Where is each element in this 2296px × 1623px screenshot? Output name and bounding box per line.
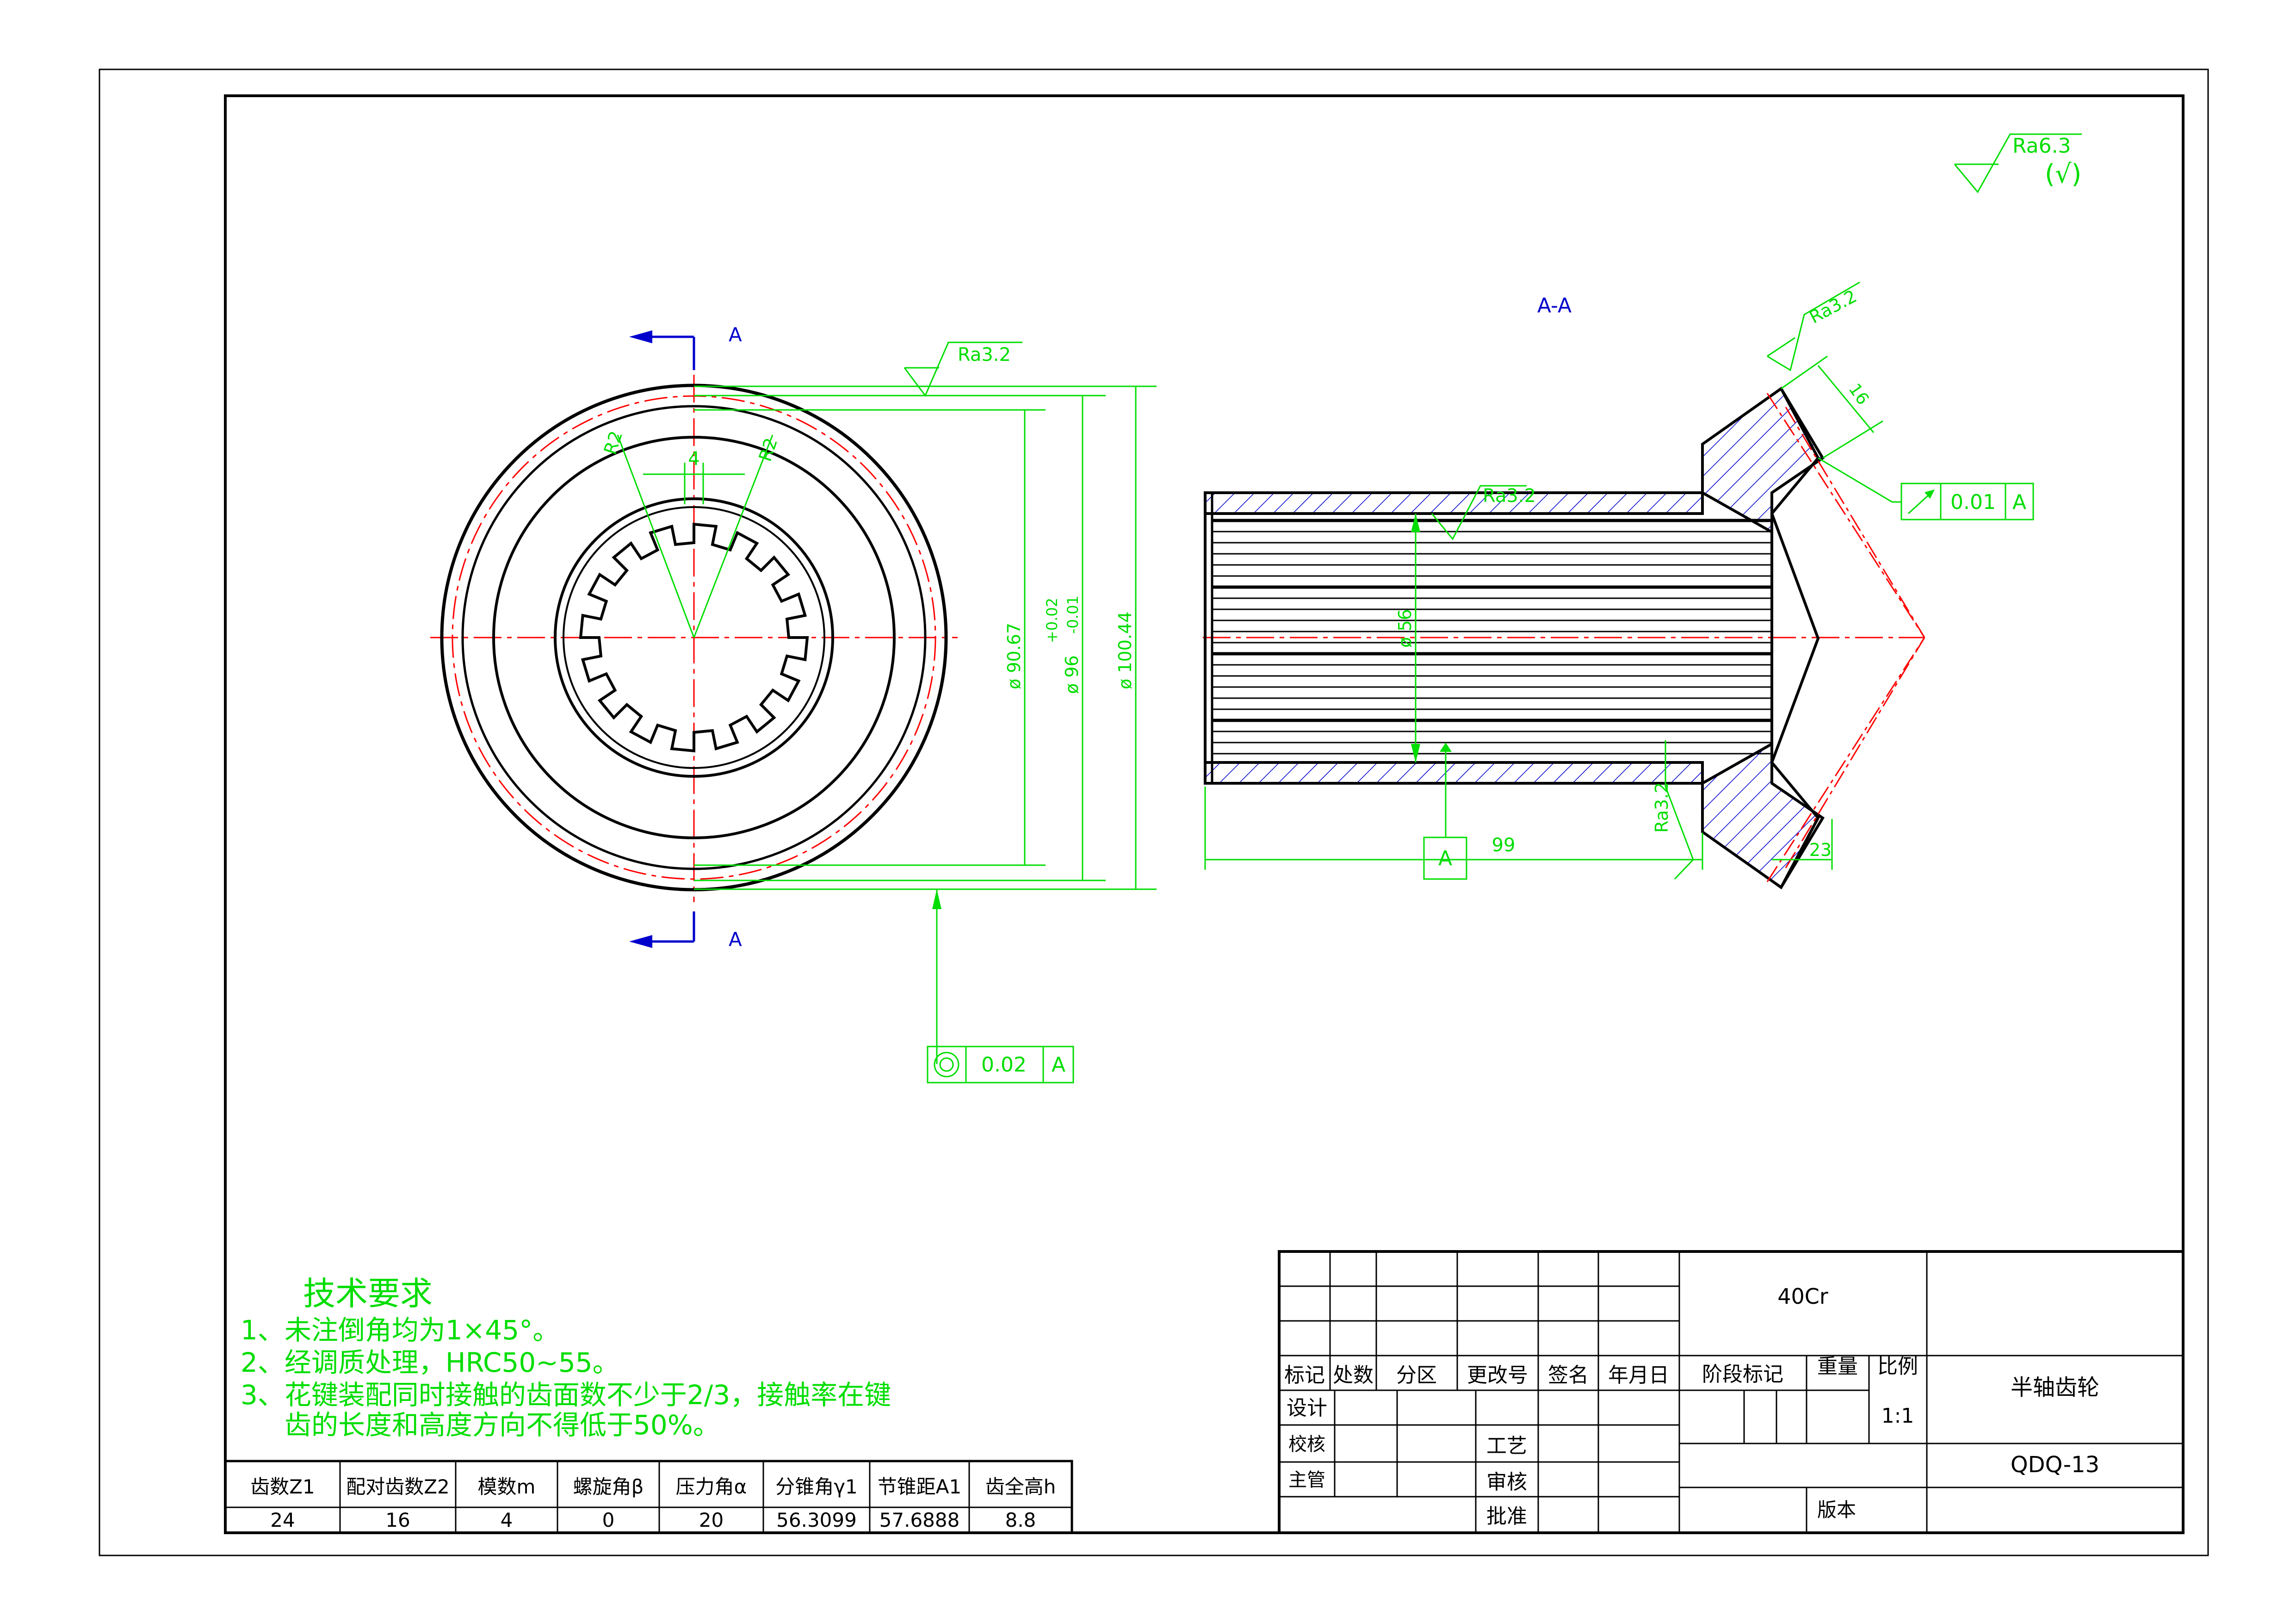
general-roughness-value: Ra6.3 bbox=[2012, 134, 2071, 158]
roughness-outer: Ra3.2 bbox=[958, 344, 1011, 365]
length-dim-99: 99 bbox=[1492, 835, 1516, 856]
cut-label-bottom: A bbox=[729, 928, 742, 951]
material: 40Cr bbox=[1777, 1284, 1828, 1309]
bore-diameter-dim: ø 56 bbox=[1395, 609, 1415, 648]
length-dim-16: 16 bbox=[1845, 380, 1873, 409]
gear-table-header: 压力角α bbox=[676, 1475, 747, 1498]
stage-mark: 阶段标记 bbox=[1702, 1363, 1783, 1386]
roughness-bore: Ra3.2 bbox=[1483, 485, 1536, 507]
gear-head-bottom bbox=[1701, 741, 1825, 890]
diameter-dim-96-tol-upper: +0.02 bbox=[1043, 598, 1061, 643]
bore-circle bbox=[563, 506, 825, 769]
general-roughness: Ra6.3 (√) bbox=[1954, 133, 2082, 193]
concentricity-frame: 0.02 A bbox=[927, 1046, 1074, 1084]
gear-table-header: 螺旋角β bbox=[573, 1475, 644, 1498]
roughness-cone: Ra3.2 bbox=[1806, 286, 1860, 328]
approve-label: 批准 bbox=[1486, 1505, 1527, 1528]
process-label: 工艺 bbox=[1486, 1434, 1527, 1458]
scale-value: 1:1 bbox=[1881, 1404, 1914, 1428]
gear-table-value: 20 bbox=[699, 1509, 724, 1531]
check-label: 校核 bbox=[1288, 1434, 1325, 1455]
outer-border bbox=[99, 68, 2209, 1556]
general-roughness-paren: (√) bbox=[2045, 159, 2081, 189]
section-label: A-A bbox=[1537, 294, 1572, 317]
hub-circle bbox=[492, 436, 896, 839]
diameter-dim-100-44: ø 100.44 bbox=[1115, 612, 1135, 689]
tech-line-1: 1、未注倒角均为1×45°。 bbox=[241, 1314, 559, 1346]
gear-table-value: 57.6888 bbox=[879, 1509, 960, 1531]
weight-label: 重量 bbox=[1817, 1355, 1858, 1378]
root-circle bbox=[461, 405, 927, 870]
design-label: 设计 bbox=[1287, 1396, 1327, 1420]
cut-label-top: A bbox=[729, 323, 742, 346]
gear-table-value: 24 bbox=[270, 1509, 295, 1531]
tech-line-3: 3、花键装配同时接触的齿面数不少于2/3，接触率在键 bbox=[241, 1379, 891, 1411]
diameter-dim-96: ø 96 bbox=[1062, 655, 1082, 694]
datum-a-box: A bbox=[1423, 836, 1467, 880]
tech-requirements: 技术要求 1、未注倒角均为1×45°。 2、经调质处理，HRC50~55。 3、… bbox=[241, 1275, 891, 1441]
rev-h-mark: 标记 bbox=[1284, 1363, 1325, 1387]
concentricity-datum: A bbox=[1052, 1053, 1065, 1077]
runout-value: 0.01 bbox=[1950, 490, 1996, 514]
gear-head-top bbox=[1701, 386, 1825, 535]
scale-label: 比例 bbox=[1877, 1355, 1918, 1378]
roughness-face: Ra3.2 bbox=[1652, 782, 1672, 833]
part-name: 半轴齿轮 bbox=[2011, 1375, 2099, 1400]
spline-profile bbox=[579, 522, 809, 753]
inner-frame bbox=[224, 94, 2185, 1534]
gear-table-header: 配对齿数Z2 bbox=[346, 1475, 450, 1498]
radius-dim-right: R2 bbox=[755, 435, 781, 464]
diameter-dim-96-tol-lower: -0.01 bbox=[1064, 595, 1082, 634]
tech-title: 技术要求 bbox=[303, 1275, 433, 1313]
drawing-number: QDQ-13 bbox=[2011, 1452, 2099, 1478]
concentricity-icon bbox=[934, 1052, 959, 1078]
version-label: 版本 bbox=[1817, 1499, 1856, 1521]
runout-frame: 0.01 A bbox=[1900, 483, 2034, 520]
rev-h-zone: 分区 bbox=[1396, 1363, 1437, 1387]
section-hatch-bottom bbox=[1204, 761, 1704, 785]
review-label: 审核 bbox=[1486, 1470, 1527, 1494]
cut-arrow-top bbox=[629, 330, 652, 343]
tech-line-4: 齿的长度和高度方向不得低于50%。 bbox=[285, 1409, 720, 1441]
tech-line-2: 2、经调质处理，HRC50~55。 bbox=[241, 1347, 619, 1378]
gear-table-value: 16 bbox=[385, 1509, 410, 1531]
section-view: A-A ø 56 bbox=[1203, 281, 2034, 890]
gear-table-header: 模数m bbox=[478, 1475, 536, 1498]
gear-table-value: 0 bbox=[602, 1509, 615, 1531]
rev-h-date: 年月日 bbox=[1608, 1363, 1669, 1387]
gear-table-header: 节锥距A1 bbox=[878, 1475, 961, 1498]
runout-datum: A bbox=[2012, 490, 2026, 514]
bore-chamfer-circle bbox=[554, 497, 834, 778]
length-dim-23: 23 bbox=[1809, 840, 1832, 860]
diameter-dim-90-67: ø 90.67 bbox=[1004, 623, 1024, 689]
concentricity-value: 0.02 bbox=[981, 1053, 1027, 1077]
cut-arrow-bottom bbox=[629, 935, 652, 948]
section-hatch-top bbox=[1204, 491, 1704, 515]
datum-a-letter: A bbox=[1438, 847, 1452, 870]
rev-h-sign: 签名 bbox=[1548, 1363, 1589, 1387]
gear-table-header: 齿全高h bbox=[985, 1475, 1056, 1498]
radius-dim-left: R2 bbox=[600, 428, 626, 457]
gear-table-header: 齿数Z1 bbox=[250, 1475, 315, 1498]
gear-table-header: 分锥角γ1 bbox=[775, 1475, 858, 1498]
rev-h-change: 更改号 bbox=[1467, 1363, 1528, 1387]
front-view: 4 R2 R2 A A ø 90.67 ø 96 +0.02 -0.01 ø 1… bbox=[430, 323, 1157, 1084]
rev-h-count: 处数 bbox=[1333, 1363, 1374, 1387]
key-width-dim: 4 bbox=[688, 448, 699, 470]
gear-table-value: 8.8 bbox=[1005, 1509, 1036, 1531]
gear-table-value: 4 bbox=[501, 1509, 513, 1531]
gear-parameter-table: 齿数Z1 24 配对齿数Z2 16 模数m 4 螺旋角β 0 压力角α 20 分锥角γ1 56.309… bbox=[224, 1460, 1073, 1534]
gear-table-value: 56.3099 bbox=[776, 1509, 857, 1531]
spline-lines bbox=[1212, 519, 1772, 755]
supervisor-label: 主管 bbox=[1288, 1469, 1325, 1491]
title-block: 40Cr 标记 处数 分区 更改号 签名 年月日 阶段标记 重量 比例 1:1 … bbox=[1278, 1250, 2185, 1534]
